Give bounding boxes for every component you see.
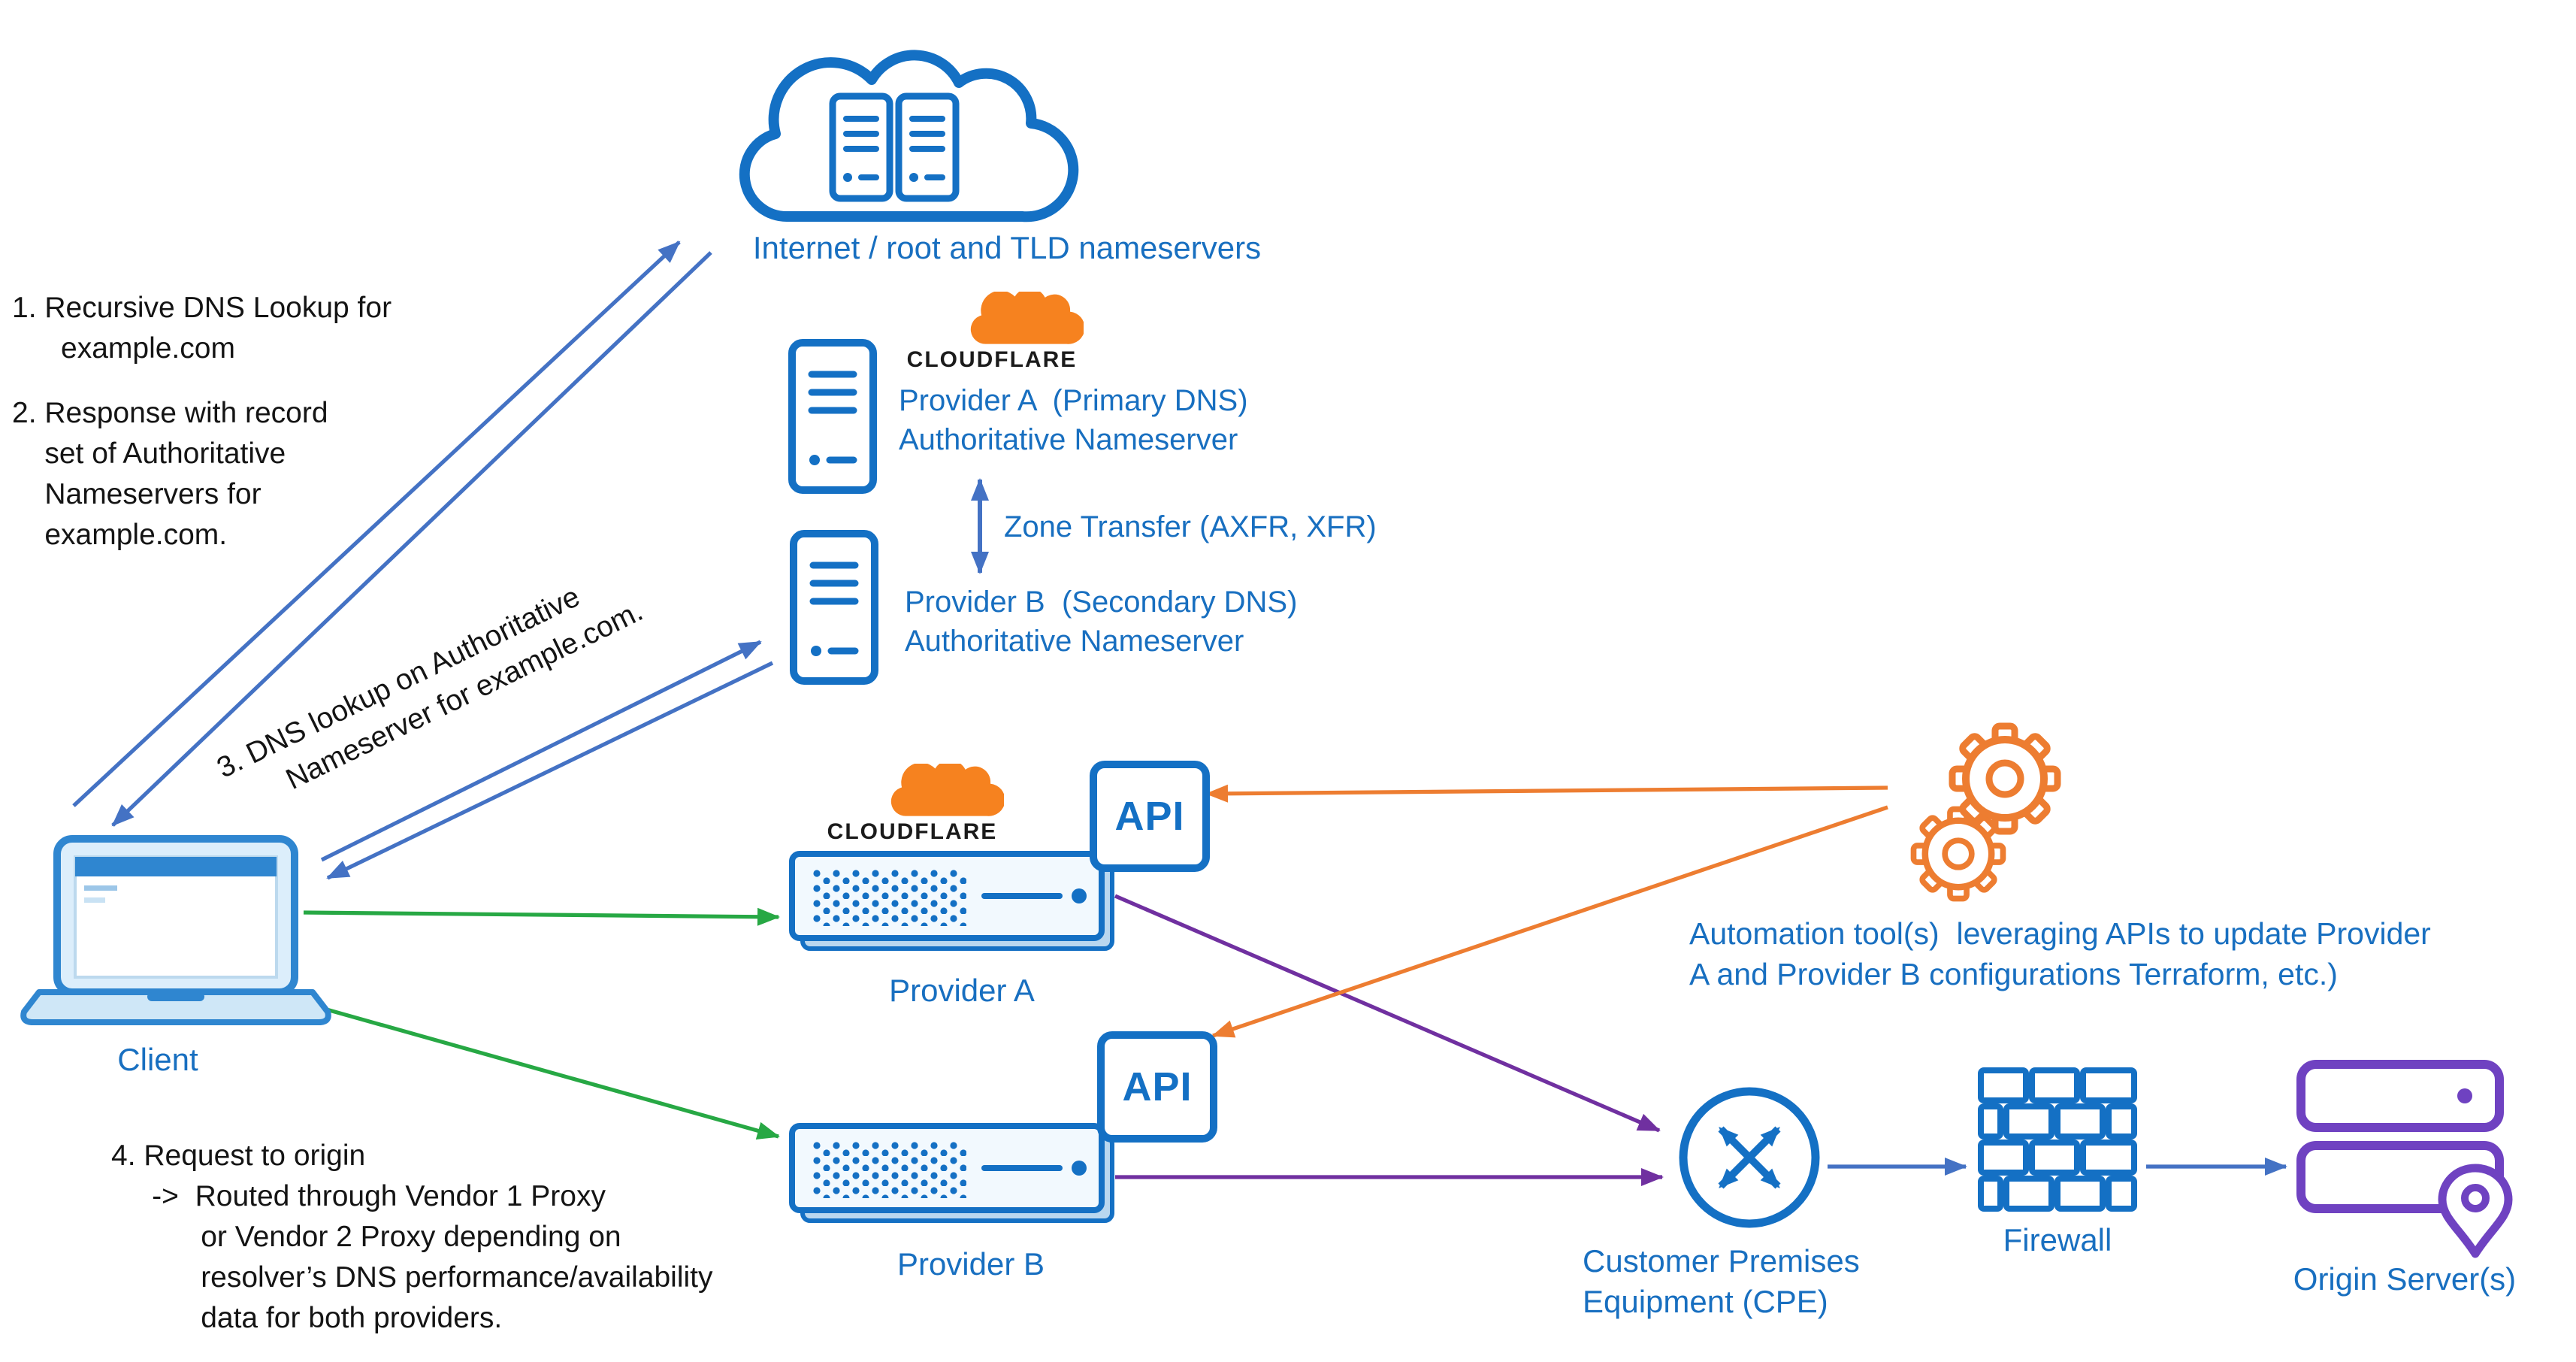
proxy-b-icon xyxy=(792,1126,1112,1221)
automation-label: Automation tool(s) leveraging APIs to up… xyxy=(1689,917,2431,992)
cloudflare-cloud-icon xyxy=(970,292,1084,344)
client-laptop-icon xyxy=(20,835,331,1025)
provider-b-ns-label: Provider B (Secondary DNS) Authoritative… xyxy=(905,586,1298,658)
arrow-automation-api-b xyxy=(1211,805,1888,1038)
cloudflare-wordmark: CLOUDFLARE xyxy=(827,819,998,845)
origin-servers-icon xyxy=(2296,1060,2513,1258)
zone-transfer-label: Zone Transfer (AXFR, XFR) xyxy=(1004,511,1377,544)
gears-icon xyxy=(1914,726,2058,899)
gear-large-icon xyxy=(1952,726,2057,831)
firewall-label: Firewall xyxy=(2003,1224,2112,1258)
arrow-response-authoritative xyxy=(326,661,774,880)
provider-b-label: Provider B xyxy=(896,1248,1045,1282)
firewall-icon xyxy=(1978,1067,2137,1212)
api-a-box: API xyxy=(1090,761,1210,872)
arrow-response-nameservers xyxy=(111,251,712,827)
provider-a-label: Provider A xyxy=(889,974,1035,1009)
api-a-label: API xyxy=(1114,793,1185,838)
step4-note: 4. Request to origin -> Routed through V… xyxy=(111,1140,713,1335)
cloudflare-logo-top: CLOUDFLARE xyxy=(879,292,1105,373)
arrow-automation-api-a xyxy=(1205,784,1888,803)
client-label: Client xyxy=(117,1043,198,1078)
origin-label: Origin Server(s) xyxy=(2293,1263,2517,1297)
nameserver-b-icon xyxy=(794,534,875,681)
arrow-provider-a-cpe xyxy=(1114,894,1661,1133)
provider-a-ns-label: Provider A (Primary DNS) Authoritative N… xyxy=(899,385,1248,457)
router-arrow-icon xyxy=(1718,1126,1781,1189)
api-b-label: API xyxy=(1122,1064,1193,1109)
arrow-client-provider-a xyxy=(303,907,780,926)
rack-icon xyxy=(899,96,956,198)
gear-small-icon xyxy=(1914,810,2003,899)
internet-label: Internet / root and TLD nameservers xyxy=(752,232,1262,266)
api-b-box: API xyxy=(1097,1031,1217,1143)
cloudflare-logo-proxy: CLOUDFLARE xyxy=(800,764,1025,845)
cpe-label: Customer Premises Equipment (CPE) xyxy=(1583,1245,1860,1320)
proxy-a-icon xyxy=(792,854,1112,949)
step1-note: 1. Recursive DNS Lookup for example.com xyxy=(12,292,392,365)
rack-icon xyxy=(833,96,890,198)
cloudflare-cloud-icon xyxy=(890,764,1004,816)
step2-note: 2. Response with record set of Authorita… xyxy=(12,397,328,552)
location-pin-icon xyxy=(2438,1164,2513,1258)
arrow-client-provider-b xyxy=(318,1005,780,1140)
arrow-lookup-authoritative xyxy=(320,640,762,862)
nameserver-a-icon xyxy=(792,343,873,490)
arrow-recursive-lookup xyxy=(72,241,681,807)
internet-cloud-icon xyxy=(739,50,1079,222)
arrows-layer xyxy=(72,241,2287,1186)
cloudflare-wordmark: CLOUDFLARE xyxy=(906,347,1078,373)
cpe-router-icon xyxy=(1679,1087,1820,1228)
